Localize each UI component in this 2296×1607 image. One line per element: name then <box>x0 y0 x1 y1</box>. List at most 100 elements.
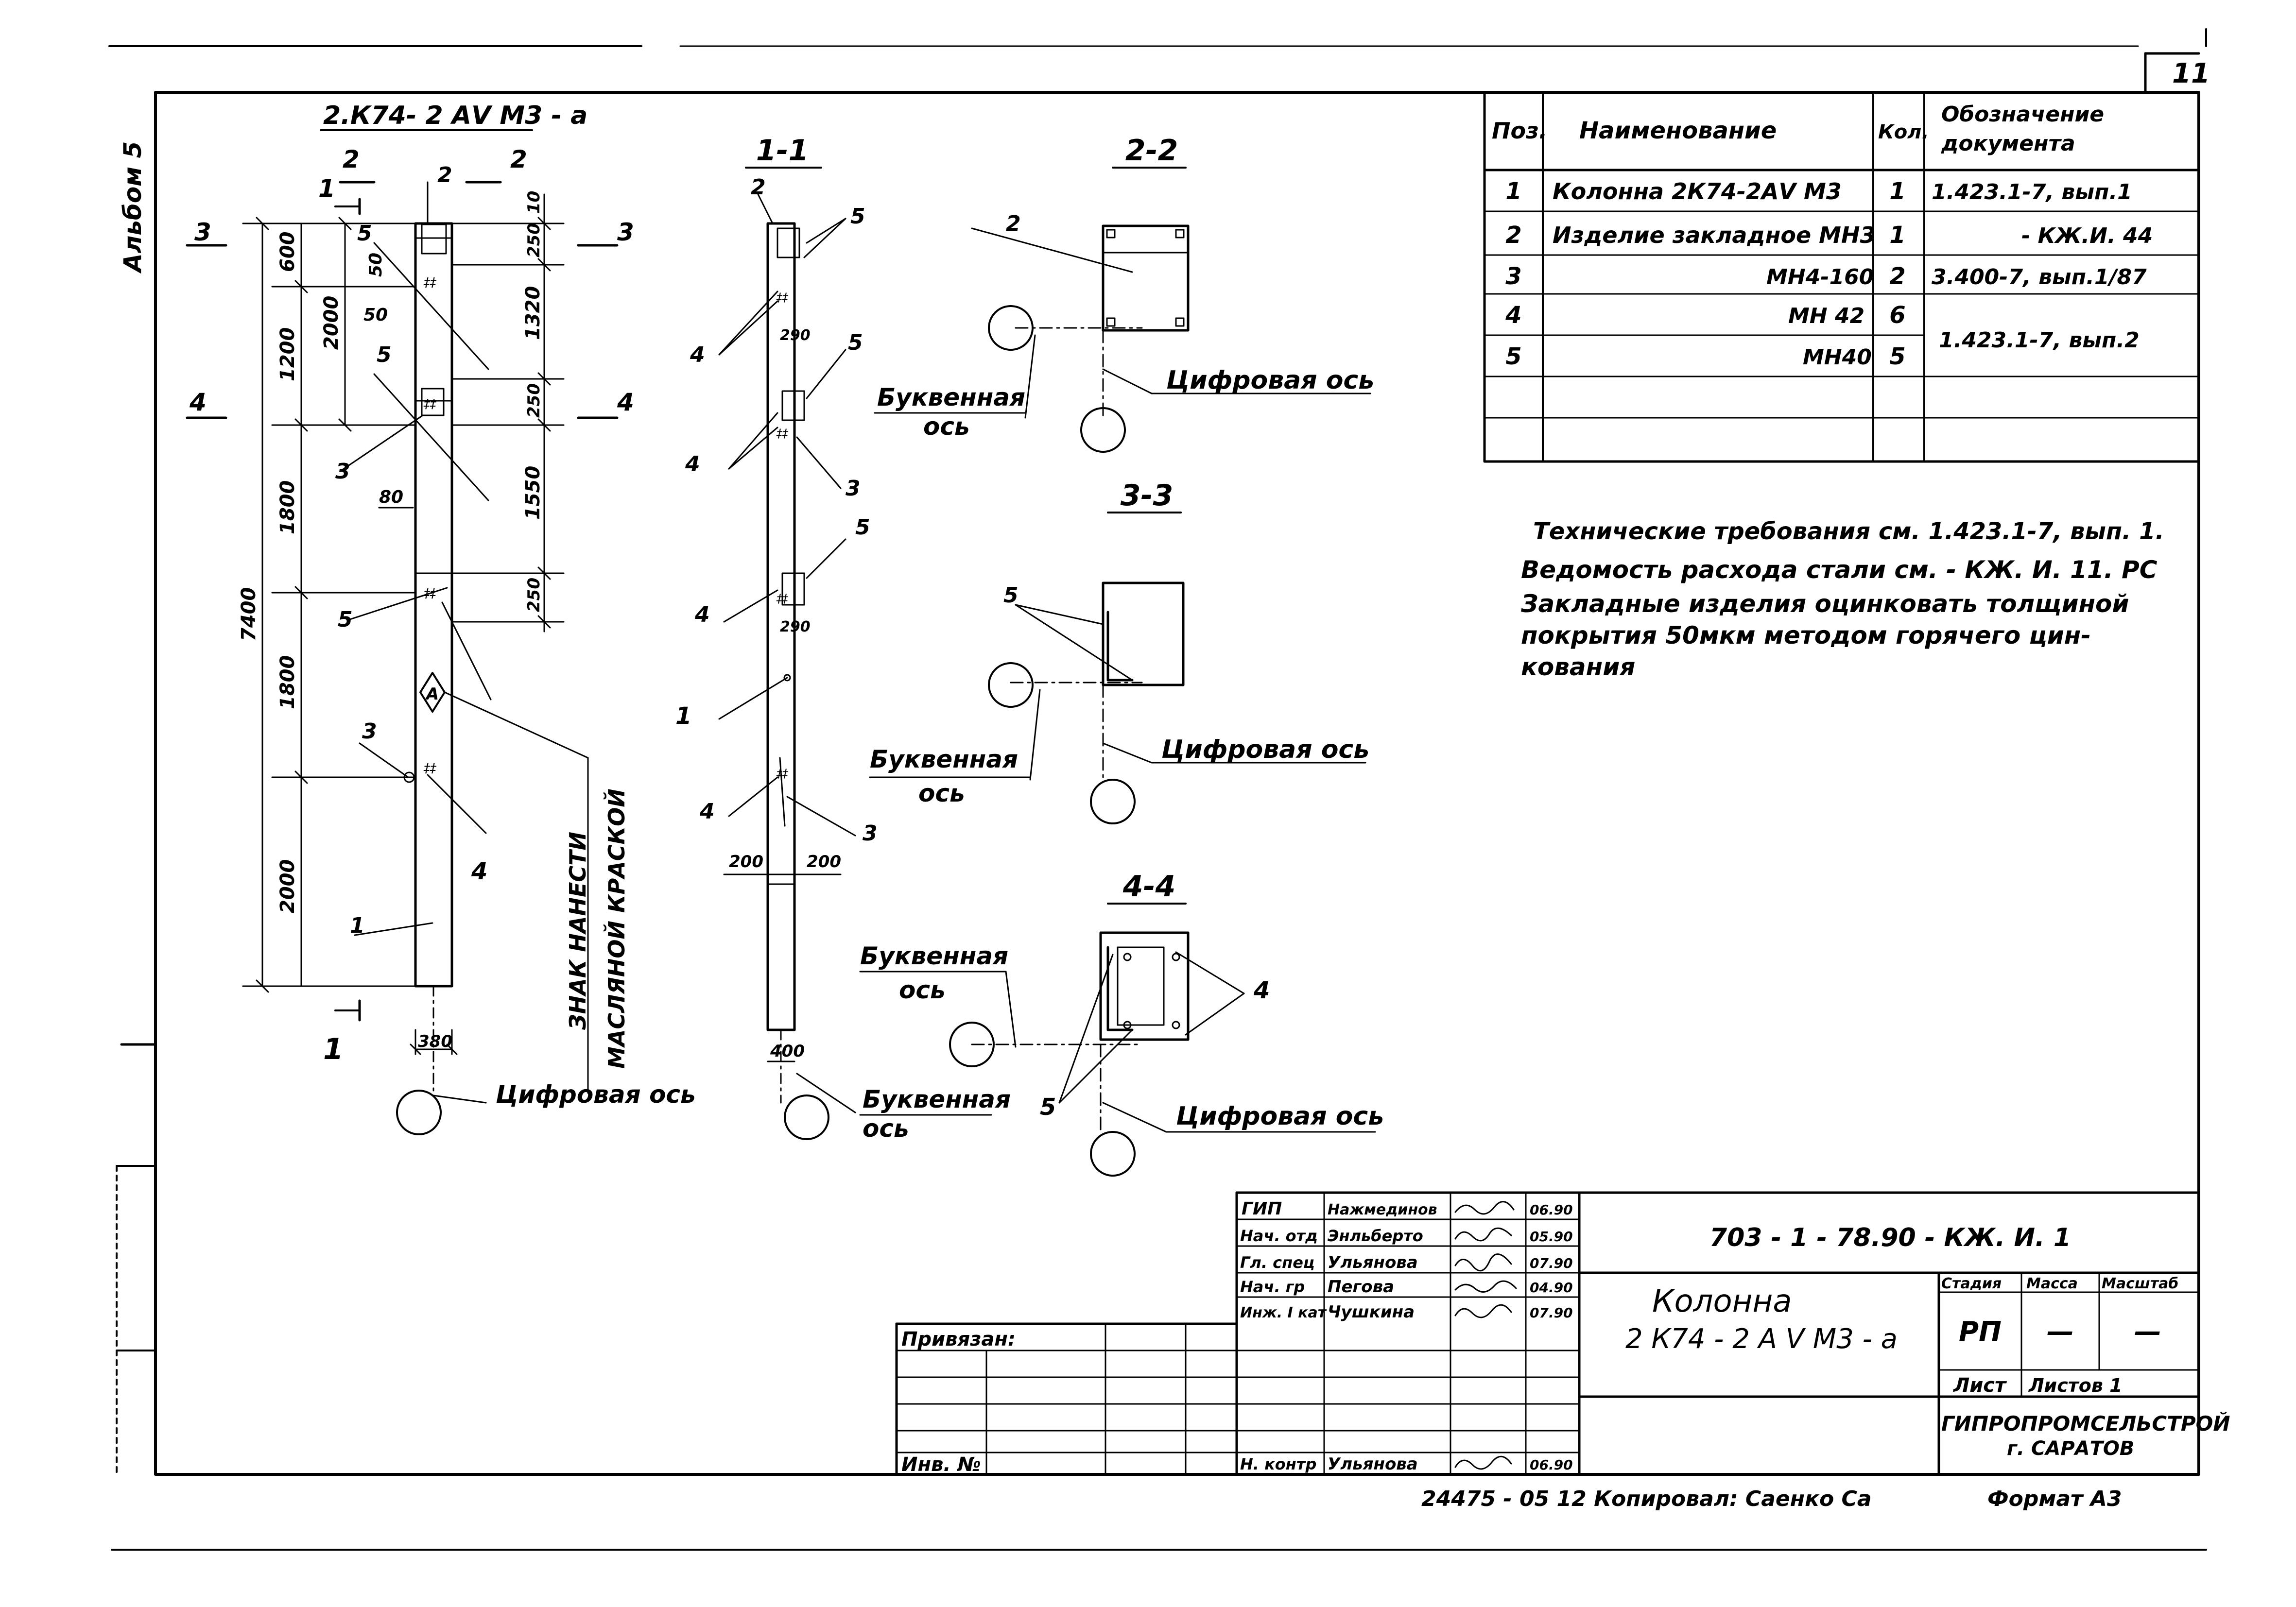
signature-5 <box>1454 1304 1512 1318</box>
album-label: Альбом 5 <box>119 141 147 274</box>
section-2-2: 2-2 2 Буквенная ось Цифровая ось <box>874 134 1374 453</box>
staff-6-date: 06.90 <box>1530 1457 1573 1473</box>
staff-6-role: Н. контр <box>1240 1455 1316 1473</box>
note-1: Технические требования см. 1.423.1-7, вы… <box>1533 518 2164 545</box>
callout-5-c: 5 <box>338 607 353 632</box>
callout-4-4-5: 5 <box>1040 1094 1056 1121</box>
cut-1-top: 1 <box>318 174 335 203</box>
signature-2 <box>1454 1227 1512 1242</box>
callout-1-1-1: 1 <box>675 702 691 730</box>
letter-axis-4-4-a: Буквенная <box>860 942 1008 970</box>
mass-label: Масса <box>2026 1275 2078 1292</box>
spec-row-3-doc: 3.400-7, вып.1/87 <box>1932 265 2147 290</box>
staff-1-name: Нажмединов <box>1328 1201 1437 1218</box>
staff-1-role: ГИП <box>1242 1199 1282 1219</box>
spec-row-4-qty: 6 <box>1889 302 1905 329</box>
callout-1-1-3a: 3 <box>846 476 861 501</box>
notes: Технические требования см. 1.423.1-7, вы… <box>1520 518 2164 681</box>
callout-1-1-5b: 5 <box>848 330 863 355</box>
stage-value: РП <box>1959 1316 2002 1348</box>
dim-1-1-200-a: 200 <box>729 852 763 872</box>
dim-1320: 1320 <box>522 286 544 340</box>
dim-1-1-200-b: 200 <box>807 852 841 872</box>
letter-axis-1-1-a: Буквенная <box>863 1085 1011 1113</box>
spec-row-3-pos: 3 <box>1505 263 1521 290</box>
staff-5-name: Чушкина <box>1328 1302 1415 1322</box>
spec-row-4-pos: 4 <box>1505 302 1521 329</box>
callout-1-1-3b: 3 <box>863 821 878 846</box>
section-2-2-title: 2-2 <box>1125 134 1178 168</box>
callout-4-col: 4 <box>471 858 487 885</box>
section-3-3-title: 3-3 <box>1121 479 1173 513</box>
callout-3-a: 3 <box>335 459 350 484</box>
org-name: ГИПРОПРОМСЕЛЬСТРОЙ <box>1941 1411 2230 1436</box>
dim-380: 380 <box>418 1032 452 1051</box>
cut-3-right: 3 <box>617 218 634 246</box>
mark-a: А <box>425 684 439 704</box>
section-1-1-title: 1-1 <box>756 134 809 168</box>
cut-1-bottom: 1 <box>323 1032 344 1066</box>
mass-value: — <box>2047 1316 2074 1348</box>
cut-2-left: 2 <box>343 145 360 173</box>
scale-label: Масштаб <box>2102 1275 2178 1292</box>
column-elevation: 2.К74- 2 АⅤ М3 - а ‡‡ ‡‡ ‡‡ ‡‡ <box>186 101 696 1135</box>
dim-1-1-290-a: 290 <box>780 327 811 344</box>
callout-1-1-4b: 4 <box>685 452 700 477</box>
cut-4-left: 4 <box>189 388 207 416</box>
callout-1-1-2: 2 <box>751 175 766 200</box>
letter-axis-1-1-b: ось <box>863 1114 909 1143</box>
spec-row-2-name: Изделие закладное МН3 <box>1553 222 1875 248</box>
dim-600: 600 <box>276 232 299 273</box>
spec-row-1-pos: 1 <box>1505 178 1521 205</box>
spec-head-qty: Кол. <box>1878 121 1929 143</box>
column-title: 2.К74- 2 АⅤ М3 - а <box>323 101 587 130</box>
paint-note-1: ЗНАК НАНЕСТИ <box>565 832 591 1030</box>
staff-6-name: Ульянова <box>1328 1454 1418 1474</box>
svg-text:‡‡: ‡‡ <box>776 291 789 304</box>
spec-row-2-doc: - КЖ.И. 44 <box>2021 223 2153 248</box>
callout-5-a: 5 <box>357 221 372 246</box>
staff-4-name: Пегова <box>1328 1277 1394 1297</box>
inv-label: Инв. № <box>901 1453 981 1476</box>
dim-50-b: 50 <box>363 305 388 325</box>
spec-row-5-pos: 5 <box>1505 343 1521 370</box>
staff-4-date: 04.90 <box>1530 1280 1573 1296</box>
dim-1-1-400: 400 <box>770 1042 805 1061</box>
svg-text:‡‡: ‡‡ <box>423 761 437 776</box>
cut-4-right: 4 <box>617 388 634 416</box>
signature-1 <box>1454 1201 1515 1215</box>
sheet-label: Лист <box>1953 1374 2007 1397</box>
note-4: покрытия 50мкм методом горячего цин- <box>1521 621 2091 650</box>
dim-250-b: 250 <box>524 383 544 418</box>
note-2: Ведомость расхода стали см. - КЖ. И. 11.… <box>1521 556 2158 584</box>
dim-10: 10 <box>524 191 544 214</box>
spec-row-4-doc: 1.423.1-7, вып.2 <box>1939 328 2140 353</box>
dim-7400: 7400 <box>238 587 260 641</box>
callout-2-2-2: 2 <box>1006 211 1021 236</box>
spec-head-doc-1: Обозначение <box>1941 102 2104 127</box>
callout-3-3-5: 5 <box>1003 583 1019 608</box>
sheet-frame <box>108 28 2207 1551</box>
callout-1-1-5a: 5 <box>850 204 865 229</box>
signature-3 <box>1454 1253 1512 1272</box>
digital-axis-label-col: Цифровая ось <box>496 1080 696 1109</box>
spec-row-3-qty: 2 <box>1889 263 1905 290</box>
dim-2000-top: 2000 <box>320 296 343 350</box>
spec-row-2-pos: 2 <box>1505 222 1521 249</box>
callout-1-1-4a: 4 <box>690 342 705 367</box>
staff-2-name: Энльберто <box>1328 1227 1423 1245</box>
callout-2-col: 2 <box>437 163 452 188</box>
spec-row-1-qty: 1 <box>1889 178 1905 205</box>
paint-note-2: МАСЛЯНОЙ КРАСКОЙ <box>604 788 630 1069</box>
section-4-4-title: 4-4 <box>1122 870 1175 904</box>
spec-row-4-name: МН 42 <box>1788 304 1864 328</box>
spec-head-doc-2: документа <box>1941 131 2075 156</box>
title-block: Привязан: Инв. № ГИП Нажмединов 06.90 На… <box>895 1191 2230 1476</box>
format-label: Формат А3 <box>1987 1487 2122 1511</box>
signature-4 <box>1454 1280 1517 1293</box>
staff-4-role: Нач. гр <box>1240 1278 1305 1296</box>
privyazan-label: Привязан: <box>901 1328 1016 1351</box>
letter-axis-3-3-a: Буквенная <box>870 745 1018 773</box>
callout-3-b: 3 <box>362 719 377 744</box>
